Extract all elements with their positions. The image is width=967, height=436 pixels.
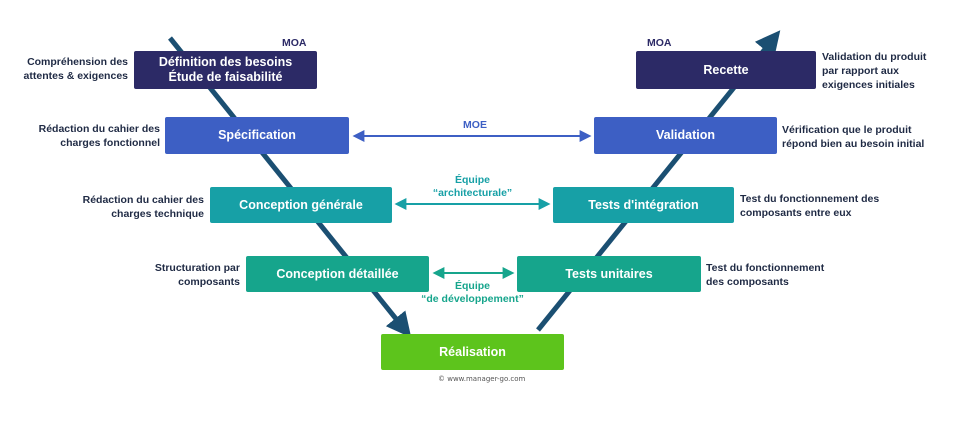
note-recette: Validation du produit par rapport aux ex… xyxy=(822,51,927,91)
box-specification: Spécification xyxy=(165,117,349,154)
box-conception-generale: Conception générale xyxy=(210,187,392,223)
note-tests-integration: Test du fonctionnement des composants en… xyxy=(740,193,880,219)
note-tests-unitaires: Test du fonctionnement des composants xyxy=(706,262,825,288)
label-equipe-architecturale: Équipe “architecturale” xyxy=(432,174,513,199)
label-moe: MOE xyxy=(463,119,487,131)
note-conception-detaillee: Structuration par composants xyxy=(154,262,240,288)
label-equipe-developpement: Équipe “de développement” xyxy=(421,280,524,305)
copyright: © www.manager-go.com xyxy=(438,375,526,383)
box-conception-detaillee: Conception détaillée xyxy=(246,256,429,292)
note-validation: Vérification que le produit répond bien … xyxy=(782,124,925,150)
note-definition-besoins: Compréhension des attentes & exigences xyxy=(23,56,128,82)
box-validation: Validation xyxy=(594,117,777,154)
moa-tag-left: MOA xyxy=(282,37,307,49)
box-definition-besoins: Définition des besoins Étude de faisabil… xyxy=(134,51,317,89)
box-tests-unitaires: Tests unitaires xyxy=(517,256,701,292)
note-specification: Rédaction du cahier des charges fonction… xyxy=(38,123,160,149)
moa-tag-right: MOA xyxy=(647,37,672,49)
box-realisation: Réalisation xyxy=(381,334,564,370)
note-conception-generale: Rédaction du cahier des charges techniqu… xyxy=(82,194,204,220)
box-recette: Recette xyxy=(636,51,816,89)
box-tests-integration: Tests d'intégration xyxy=(553,187,734,223)
